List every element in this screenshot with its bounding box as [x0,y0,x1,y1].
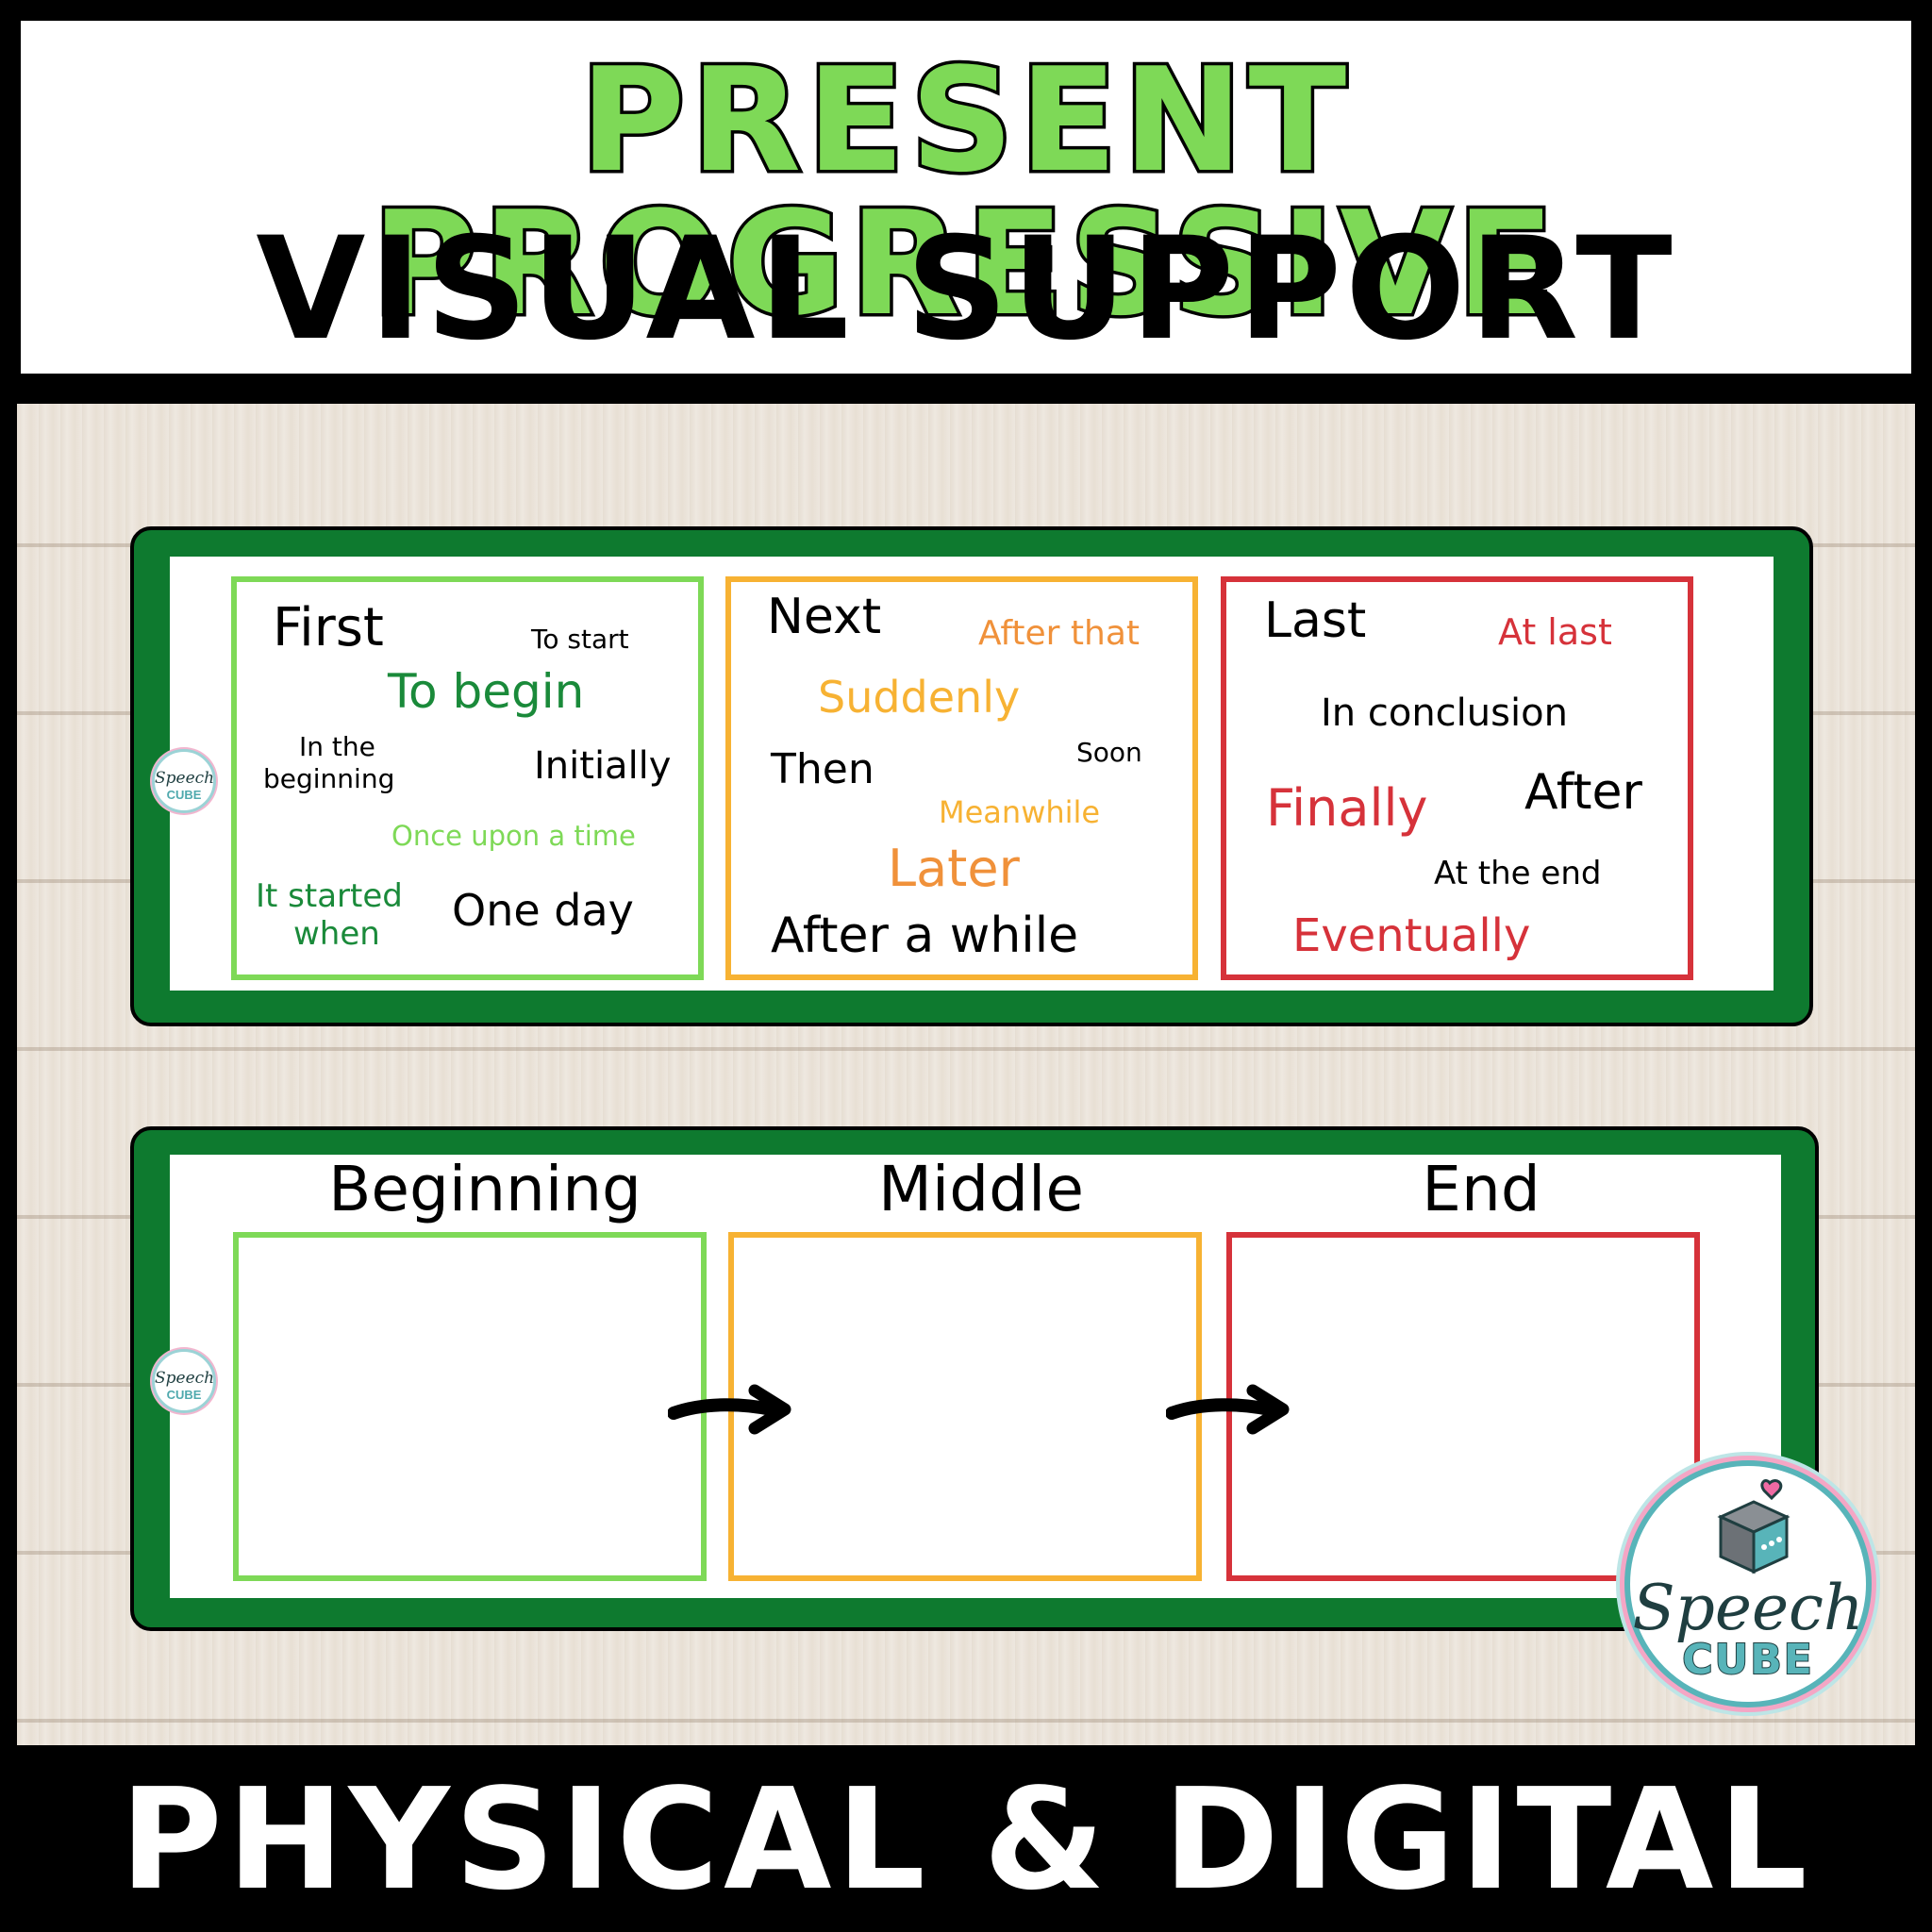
footer-text: PHYSICAL & DIGITAL [120,1758,1812,1921]
word-eventually: Eventually [1292,909,1531,962]
header-banner: PRESENT PROGRESSIVE VISUAL SUPPORT [17,17,1915,377]
word-at-the-end: At the end [1434,855,1602,892]
word-one-day: One day [452,885,634,936]
end-box [1226,1232,1700,1581]
word-when: when [293,915,380,953]
word-initially: Initially [534,744,672,788]
heading-beginning: Beginning [328,1153,641,1225]
speech-cube-logo: Speech CUBE [1624,1460,1872,1707]
page-subtitle: VISUAL SUPPORT [256,208,1676,372]
word-to-begin: To begin [388,664,585,719]
arrow-right-icon [668,1384,791,1435]
beginning-box [233,1232,707,1581]
speech-cube-mini-logo-2: Speech CUBE [152,1349,216,1413]
word-meanwhile: Meanwhile [939,794,1101,830]
word-first: First [273,597,384,658]
heading-middle: Middle [877,1153,1084,1225]
cube-icon [1717,1479,1790,1574]
word-soon: Soon [1076,737,1142,768]
word-it-started: It started [256,877,403,915]
word-at-last: At last [1498,611,1612,653]
heading-end: End [1422,1153,1541,1225]
word-finally: Finally [1266,778,1428,838]
word-after-that: After that [978,614,1140,653]
logo-cube-text: CUBE [1681,1636,1814,1684]
word-after: After [1524,764,1642,821]
middle-words-box: Next After that Suddenly Soon Then Meanw… [725,576,1198,980]
word-next: Next [767,589,882,645]
logo-speech-text: Speech [1632,1572,1864,1644]
word-then: Then [771,745,874,793]
word-in-the: In the [299,731,375,762]
end-words-box: Last At last In conclusion Finally After… [1221,576,1693,980]
word-in-conclusion: In conclusion [1321,691,1568,735]
word-later: Later [888,839,1020,898]
word-after-a-while: After a while [771,908,1079,964]
beginning-words-box: First To start To begin In the beginning… [231,576,704,980]
wood-background: Speech CUBE First To start To begin In t… [17,404,1915,1745]
word-last: Last [1264,592,1367,649]
page-title: PRESENT PROGRESSIVE [369,37,1560,347]
word-suddenly: Suddenly [818,672,1021,723]
word-to-start: To start [531,624,629,655]
speech-cube-mini-logo: Speech CUBE [152,749,216,813]
middle-box [728,1232,1202,1581]
word-once-upon-a-time: Once upon a time [391,820,636,852]
word-beginning: beginning [263,763,395,794]
arrow-right-icon-2 [1166,1384,1290,1435]
